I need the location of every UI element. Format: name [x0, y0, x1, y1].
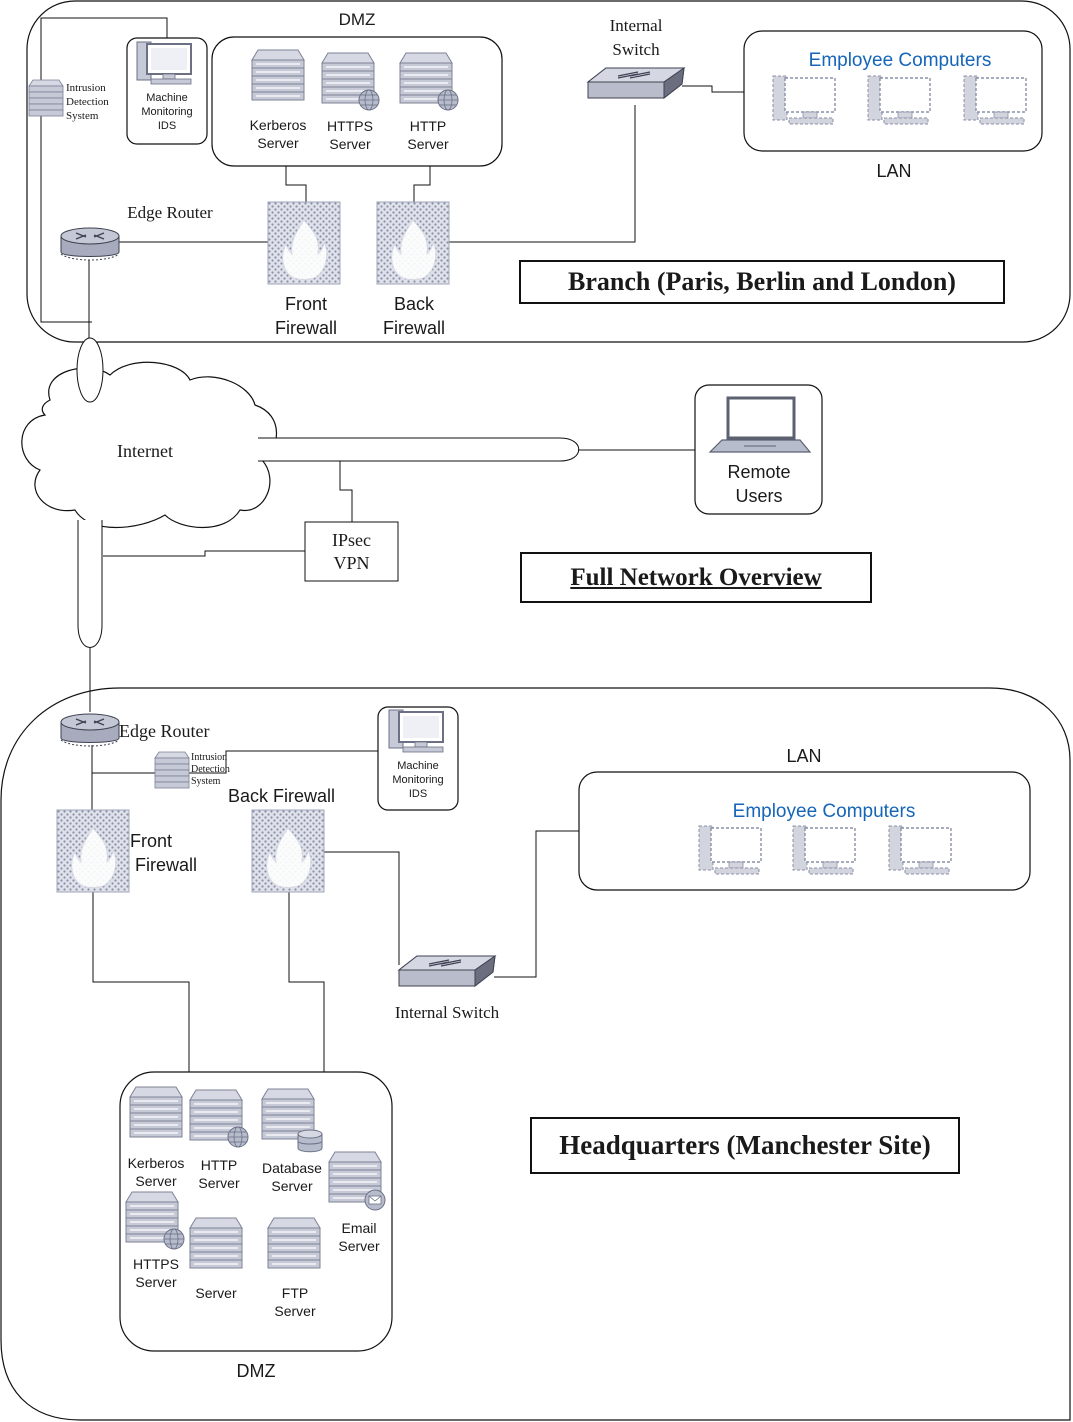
hq-ftp-server-icon: [267, 1217, 321, 1269]
hq-edge-router-icon: [60, 713, 120, 747]
email-envelope-icon: [364, 1189, 386, 1211]
overview-title: Full Network Overview: [520, 552, 872, 603]
remote-users-pipe: [258, 437, 580, 462]
branch-lan-label: LAN: [876, 161, 912, 181]
laptop-icon: [708, 396, 812, 453]
branch-front-firewall-icon: [267, 201, 341, 285]
branch-employee-pc-icon: [963, 75, 1027, 125]
hq-back-firewall-icon: [251, 809, 325, 893]
branch-employee-pc-icon: [772, 75, 836, 125]
hq-internal-switch-icon: [398, 955, 496, 987]
hq-employee-pc-icon: [792, 825, 856, 875]
branch-title: Branch (Paris, Berlin and London): [519, 260, 1005, 304]
branch-ids-rack-icon: [28, 79, 64, 117]
hq-site-boundary: [0, 687, 1071, 1421]
hq-https-globe-icon: [163, 1228, 185, 1250]
internet-label: Internet: [117, 441, 173, 461]
hq-title: Headquarters (Manchester Site): [530, 1117, 960, 1174]
hq-internal-switch-label: Internal Switch: [394, 1003, 500, 1022]
database-cylinder-icon: [297, 1129, 323, 1153]
hq-employee-pc-icon: [698, 825, 762, 875]
hq-edge-router-label: Edge Router: [119, 721, 210, 741]
branch-https-globe-icon: [358, 89, 380, 111]
branch-internal-switch-icon: [587, 67, 685, 99]
branch-kerberos-server-icon: [251, 49, 305, 101]
branch-edge-router-icon: [60, 227, 120, 261]
hq-generic-server-icon: [189, 1217, 243, 1269]
hq-employee-pc-icon: [888, 825, 952, 875]
hq-dmz-label: DMZ: [236, 1361, 276, 1381]
branch-site-boundary: [26, 0, 1071, 343]
hq-generic-server-label: Server: [195, 1285, 237, 1301]
branch-lan-boundary: [743, 30, 1043, 152]
internet-cloud-icon: [21, 361, 278, 529]
hq-http-globe-icon: [227, 1126, 249, 1148]
branch-edge-router-label: Edge Router: [127, 203, 213, 222]
branch-http-globe-icon: [437, 89, 459, 111]
hq-uplink-pipe: [77, 520, 103, 648]
hq-machine-monitoring-icon: [388, 709, 444, 753]
hq-kerberos-server-icon: [129, 1086, 183, 1138]
branch-machine-monitoring-icon: [136, 41, 192, 85]
hq-machine-ids-box: [377, 706, 459, 811]
hq-lan-title: Employee Computers: [732, 801, 916, 822]
ipsec-vpn-box: [304, 521, 399, 582]
branch-dmz-label: DMZ: [338, 10, 376, 29]
branch-back-firewall-icon: [376, 201, 450, 285]
hq-front-firewall-icon: [56, 809, 130, 893]
branch-dmz-boundary: [211, 36, 503, 167]
branch-uplink-pipe: [76, 337, 104, 403]
hq-back-firewall-label: Back Firewall: [228, 786, 336, 806]
branch-employee-pc-icon: [867, 75, 931, 125]
branch-lan-title: Employee Computers: [808, 50, 992, 71]
hq-lan-label: LAN: [786, 746, 822, 766]
hq-ids-rack-icon: [154, 751, 190, 789]
hq-dmz-boundary: [119, 1071, 393, 1352]
